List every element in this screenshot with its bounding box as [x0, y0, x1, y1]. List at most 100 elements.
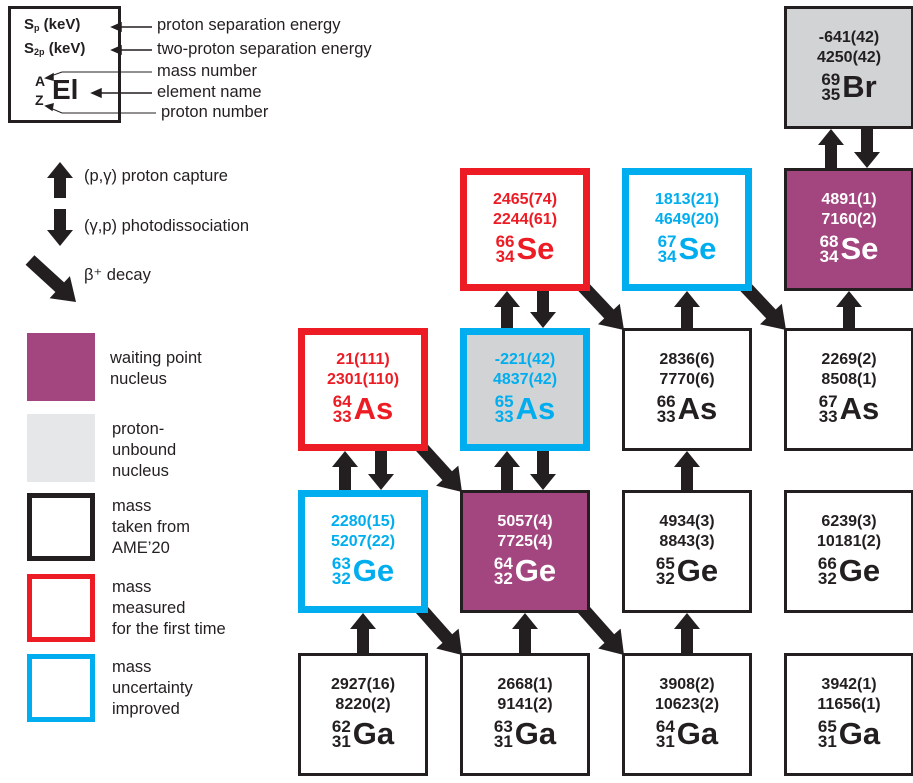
proton-number: 33	[656, 407, 676, 426]
separation-energies: -221(42)4837(42)	[467, 350, 583, 390]
legend-first-label: mass measured for the first time	[112, 578, 226, 638]
proton-number: 31	[817, 732, 837, 751]
mass-number: 67	[818, 392, 838, 411]
legend-ame-label: mass taken from AME’20	[112, 497, 190, 557]
element-name: As	[353, 391, 394, 426]
s2p-value: 8508(1)	[821, 371, 877, 388]
s2p-value: 2301(110)	[326, 371, 400, 388]
legend-improved-label: mass uncertainty improved	[112, 658, 193, 718]
proton-number: 32	[655, 569, 675, 588]
separation-energies: 2269(2) 8508(1)	[787, 350, 911, 390]
pointer-proton-icon	[44, 102, 54, 112]
separation-energies: 4934(3) 8843(3)	[625, 512, 749, 552]
s2p-value: 4250(42)	[816, 49, 882, 66]
mass-number: 66	[656, 392, 676, 411]
key-proton-symbol: Z	[35, 92, 44, 108]
sp-value: 2836(6)	[659, 351, 715, 368]
s2p-value: 7725(4)	[497, 533, 553, 550]
sp-value: 2269(2)	[821, 351, 877, 368]
key-desc-sp: proton separation energy	[157, 16, 341, 34]
s2p-value: 10623(2)	[654, 696, 720, 713]
sp-value: 21(111)	[336, 351, 390, 368]
separation-energies: 4891(1)7160(2)	[787, 190, 911, 230]
legend-swatch-first	[27, 574, 95, 642]
separation-energies: 2465(74)2244(61)	[467, 190, 583, 230]
legend-waiting-label: waiting point nucleus	[110, 349, 202, 388]
element-name: Ga	[676, 716, 719, 751]
key-desc-element: element name	[157, 83, 262, 101]
sp-value: 3908(2)	[659, 676, 715, 693]
sp-value: -221(42)	[494, 351, 556, 368]
separation-energies: -641(42) 4250(42)	[787, 28, 911, 68]
s2p-value: 7160(2)	[821, 211, 877, 228]
proton-number: 34	[819, 247, 839, 266]
key-box	[8, 6, 121, 123]
sp-value: -641(42)	[818, 29, 880, 46]
sp-value: 3942(1)	[821, 676, 877, 693]
mass-number: 67	[657, 232, 677, 251]
capture-arrow-ge63-as64	[332, 451, 358, 490]
mass-number: 68	[819, 232, 839, 251]
pointer-mass-icon	[44, 72, 54, 81]
key-mass-symbol: A	[35, 73, 46, 89]
mass-number: 66	[495, 232, 515, 251]
capture-arrow-as65-se66	[494, 291, 520, 328]
proton-number: 33	[332, 407, 352, 426]
sp-value: 2465(74)	[492, 191, 558, 208]
separation-energies: 1813(21)4649(20)	[629, 190, 745, 230]
sp-value: 2927(16)	[330, 676, 396, 693]
capture-arrow-se68-br69	[818, 129, 844, 168]
proton-number: 35	[821, 85, 841, 104]
down-arrow-icon	[47, 209, 73, 246]
mass-number: 65	[817, 717, 837, 736]
proton-number: 34	[657, 247, 677, 266]
pointer-sp-icon	[110, 21, 122, 33]
element-name: Ge	[514, 553, 557, 588]
capture-arrow-ga64-ge65	[674, 613, 700, 653]
element-name: Ge	[676, 553, 719, 588]
sp-value: 4934(3)	[659, 513, 715, 530]
key-element-symbol: El	[52, 74, 79, 105]
mass-number: 62	[331, 717, 351, 736]
separation-energies: 3908(2) 10623(2)	[625, 675, 749, 715]
mass-number: 65	[655, 554, 675, 573]
photodissociation-arrow-as64-ge63	[368, 451, 394, 490]
capture-arrow-ge64-as65	[494, 451, 520, 490]
separation-energies: 5057(4)7725(4)	[463, 512, 587, 552]
element-name: As	[839, 391, 880, 426]
up-arrow-icon	[47, 162, 73, 198]
proton-number: 31	[493, 732, 513, 751]
legend-swatch-unbound	[27, 414, 95, 482]
element-name: Ge	[352, 553, 395, 588]
mass-number: 63	[331, 554, 351, 573]
separation-energies: 2836(6)7770(6)	[625, 350, 749, 390]
separation-energies: 21(111) 2301(110)	[305, 350, 421, 390]
element-name: Ge	[838, 553, 881, 588]
separation-energies: 6239(3)10181(2)	[787, 512, 911, 552]
pointer-s2p-icon	[110, 44, 122, 56]
diagonal-arrow-icon	[25, 255, 77, 302]
separation-energies: 2927(16)8220(2)	[301, 675, 425, 715]
element-name: As	[677, 391, 718, 426]
sp-value: 6239(3)	[821, 513, 877, 530]
photodissociation-arrow-br69-se68	[854, 129, 880, 168]
s2p-value: 8843(3)	[659, 533, 715, 550]
element-name: Se	[516, 231, 555, 266]
